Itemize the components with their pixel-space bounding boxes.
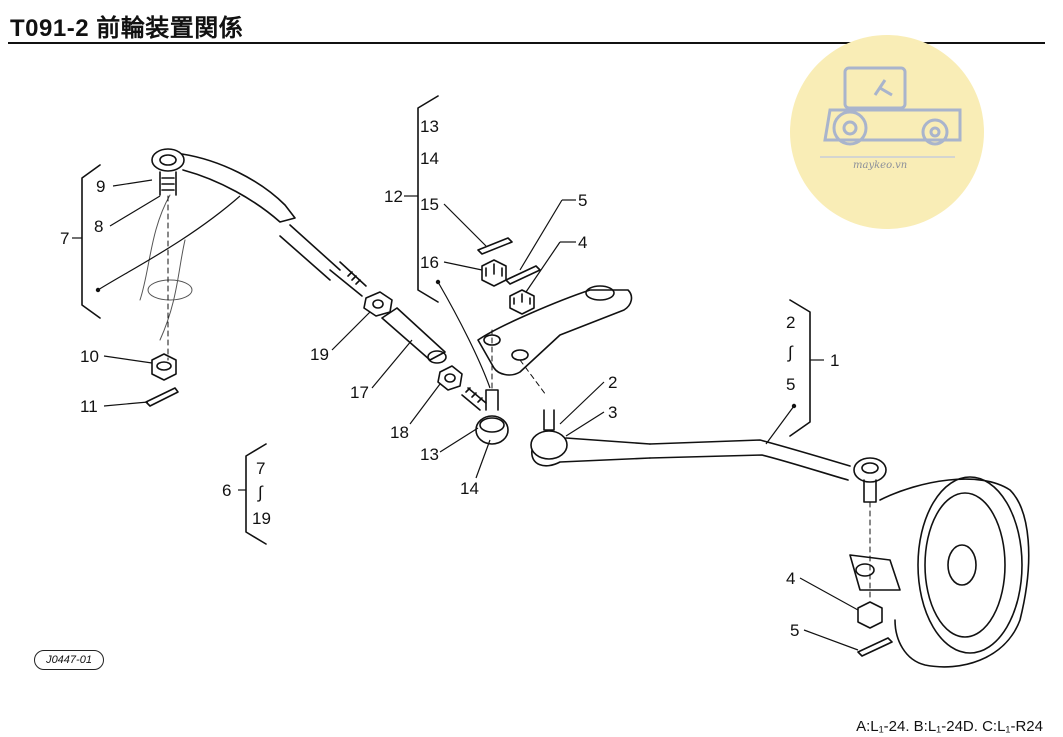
watermark-logo: maykeo.vn	[790, 35, 984, 229]
callout-9: 9	[96, 177, 105, 196]
callout-19: 19	[310, 345, 329, 364]
bracket-6	[245, 443, 267, 545]
group-1-from: 2	[786, 313, 795, 332]
group-12-number: 12	[384, 187, 403, 206]
group-12-item-13: 13	[420, 117, 439, 136]
bracket-12	[417, 95, 439, 303]
title-rule	[8, 42, 1045, 44]
callout-2: 2	[608, 373, 617, 392]
group-12-item-16: 16	[420, 253, 439, 272]
group-1-range: ∫	[787, 343, 794, 362]
callout-13-lower: 13	[420, 445, 439, 464]
group-12-item-15: 15	[420, 195, 439, 214]
drawing-code-badge: J0447-01	[34, 650, 104, 670]
bracket-7	[81, 164, 101, 319]
callout-10: 10	[80, 347, 99, 366]
page-title: T091-2 前輪装置関係	[10, 15, 244, 42]
callout-8: 8	[94, 217, 103, 236]
group-6-to: 19	[252, 509, 271, 528]
callout-4-lower: 4	[786, 569, 795, 588]
group-1-to: 5	[786, 375, 795, 394]
callout-5-lower: 5	[790, 621, 799, 640]
model-footnote: A:L₁-24. B:L₁-24D. C:L₁-R24	[856, 718, 1043, 735]
group-12-item-14: 14	[420, 149, 439, 168]
group-1-number: 1	[830, 351, 839, 370]
callout-7: 7	[60, 229, 69, 248]
group-6-number: 6	[222, 481, 231, 500]
bracket-1	[789, 299, 811, 437]
callout-11: 11	[80, 397, 98, 416]
callout-14-lower: 14	[460, 479, 479, 498]
group-6-from: 7	[256, 459, 265, 478]
watermark-site: maykeo.vn	[853, 160, 907, 171]
group-6-range: ∫	[257, 483, 264, 502]
callout-17: 17	[350, 383, 369, 402]
callout-3: 3	[608, 403, 617, 422]
callout-5-upper: 5	[578, 191, 587, 210]
callout-4-upper: 4	[578, 233, 587, 252]
callout-18: 18	[390, 423, 409, 442]
